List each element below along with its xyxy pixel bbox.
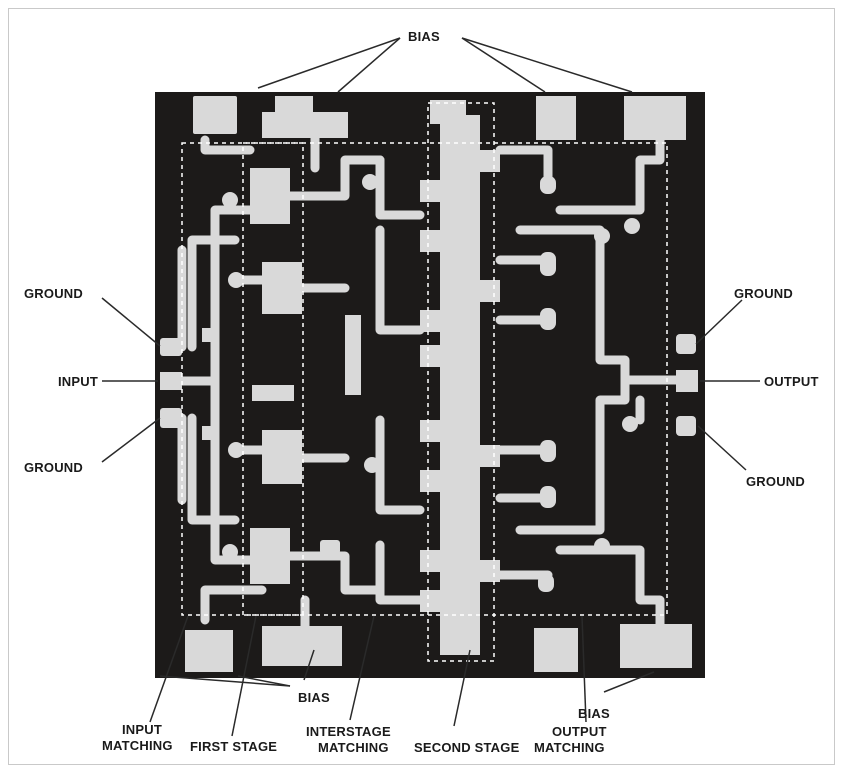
output-pad [676,370,698,392]
bias-pad [624,96,686,140]
label-input-matching-2: MATCHING [102,738,173,753]
label-bias-bottom-right: BIAS [578,706,610,721]
label-output: OUTPUT [764,374,819,389]
first-stage-fet [250,528,290,584]
label-ground-right-top: GROUND [734,286,793,301]
label-ground-left-bottom: GROUND [24,460,83,475]
second-stage-bar [440,115,480,655]
bias-pad [193,96,237,134]
region-boundaries [181,102,668,662]
bias-pad [262,626,342,666]
label-bias-bottom-left: BIAS [298,690,330,705]
label-first-stage: FIRST STAGE [190,739,277,754]
label-bias-top: BIAS [408,29,440,44]
label-output-matching-2: MATCHING [534,740,605,755]
bias-pad [536,96,576,140]
label-input-matching-1: INPUT [122,722,162,737]
figure-frame [8,8,835,765]
first-stage-fet [262,262,302,314]
bias-pad [620,624,692,668]
label-interstage-matching-1: INTERSTAGE [306,724,391,739]
bias-pad [262,112,348,138]
bias-pad [185,630,233,672]
label-ground-right-bottom: GROUND [746,474,805,489]
metal-traces [177,133,681,631]
first-stage-fet [250,168,290,224]
label-interstage-matching-2: MATCHING [318,740,389,755]
bias-pad [534,628,578,672]
ground-pad-left-top [160,338,182,356]
ground-pad-left-bottom [160,408,182,428]
ground-pad-right-bottom [676,416,696,436]
leader-lines [101,37,760,737]
label-input: INPUT [58,374,98,389]
input-pad [160,372,182,390]
label-ground-left-top: GROUND [24,286,83,301]
metal-layout [160,96,698,672]
ground-pad-right-top [676,334,696,354]
label-output-matching-1: OUTPUT [552,724,607,739]
label-second-stage: SECOND STAGE [414,740,520,755]
first-stage-fet [262,430,302,484]
